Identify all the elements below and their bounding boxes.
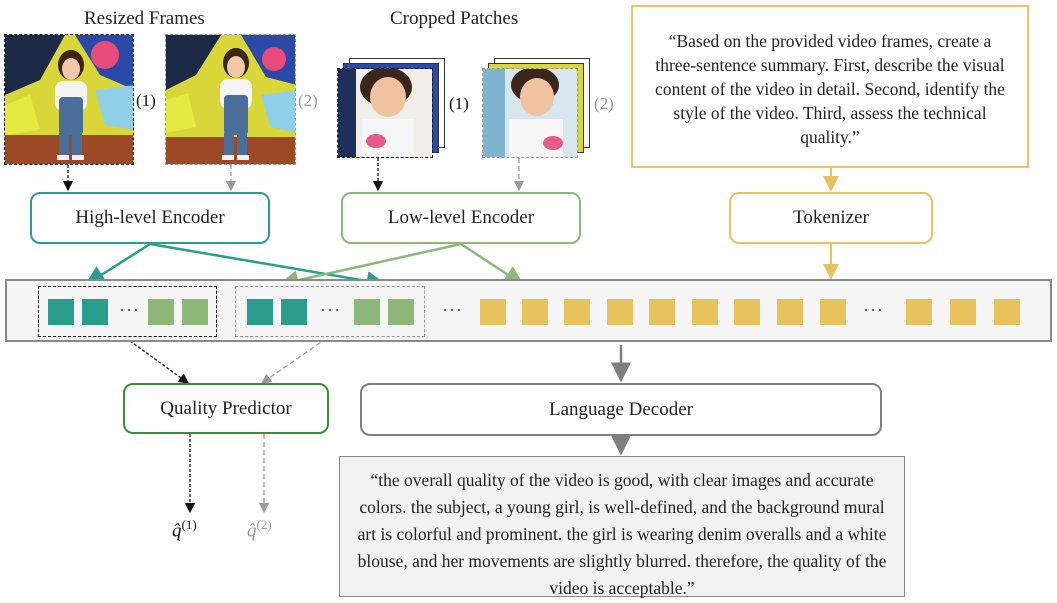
prompt-box: “Based on the provided video frames, cre…: [631, 5, 1029, 168]
tokenizer: Tokenizer: [729, 192, 933, 244]
text-token: [564, 299, 590, 325]
patch-1-front: [337, 68, 433, 158]
low-level-token: [354, 299, 380, 325]
arrow-low-encoder-to-group1: [278, 242, 462, 290]
language-decoder: Language Decoder: [360, 383, 882, 436]
resized-frame-2: [165, 34, 296, 165]
token-group-frame-1: [38, 286, 217, 337]
frame-index-2: (2): [298, 91, 318, 110]
text-token: [906, 299, 932, 325]
resized-frame-1: [4, 34, 134, 165]
token-ellipsis: ···: [863, 300, 884, 320]
low-level-token: [182, 299, 208, 325]
low-level-token: [148, 299, 174, 325]
arrow-low-encoder-to-group2: [460, 242, 525, 286]
text-token: [950, 299, 976, 325]
token-ellipsis: ···: [320, 300, 341, 320]
q-symbol: q̂: [247, 520, 257, 542]
resized-frames-label: Resized Frames: [84, 8, 205, 29]
text-token: [734, 299, 760, 325]
patch-index-1: (1): [449, 94, 469, 113]
cropped-patches-label: Cropped Patches: [390, 8, 519, 29]
cropped-patch-stack-2: [482, 58, 594, 158]
token-ellipsis: ···: [442, 300, 463, 320]
arrow-group2-to-predictor: [260, 337, 328, 384]
q1-superscript: (1): [181, 517, 197, 532]
arrow-group1-to-predictor: [125, 337, 190, 384]
text-token: [607, 299, 633, 325]
arrow-high-encoder-to-group1: [84, 242, 151, 286]
text-token: [522, 299, 548, 325]
token-ellipsis: ···: [119, 300, 140, 320]
low-level-token: [388, 299, 414, 325]
text-token: [994, 299, 1020, 325]
frame-index-1: (1): [136, 91, 156, 110]
q2-superscript: (2): [256, 517, 272, 532]
high-level-token: [48, 299, 74, 325]
cropped-patch-stack-1: [337, 58, 449, 158]
arrow-high-encoder-to-group2: [149, 242, 387, 291]
high-level-token: [247, 299, 273, 325]
generated-description-box: “the overall quality of the video is goo…: [339, 456, 905, 598]
low-level-encoder: Low-level Encoder: [341, 192, 581, 244]
text-token: [649, 299, 675, 325]
patch-2-front: [482, 68, 578, 158]
predicted-score-1: q̂(1): [172, 517, 197, 542]
text-token: [777, 299, 803, 325]
quality-predictor: Quality Predictor: [123, 383, 329, 434]
token-group-frame-2: [235, 286, 425, 337]
high-level-token: [82, 299, 108, 325]
token-sequence-bar: [5, 279, 1052, 342]
text-token: [692, 299, 718, 325]
patch-index-2: (2): [594, 94, 614, 113]
text-token: [480, 299, 506, 325]
q-symbol: q̂: [172, 520, 182, 542]
text-token: [820, 299, 846, 325]
high-level-encoder: High-level Encoder: [30, 192, 270, 244]
high-level-token: [281, 299, 307, 325]
predicted-score-2: q̂(2): [247, 517, 272, 542]
